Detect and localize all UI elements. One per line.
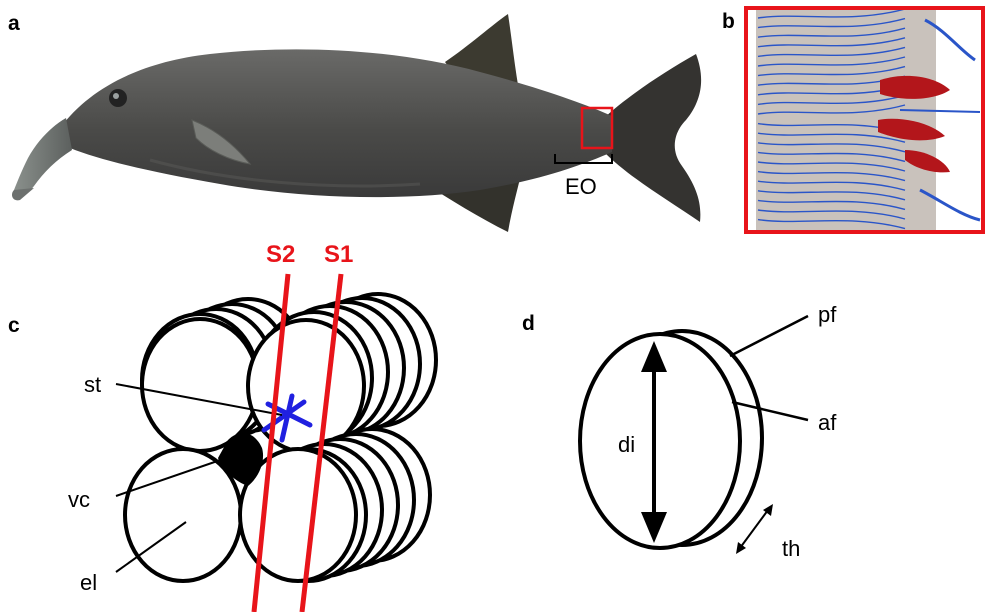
panel-b: b [722,8,983,232]
panel-d: d di pf af th [522,302,837,561]
eo-label: EO [565,174,597,199]
electrocyte-top-left [142,319,258,451]
fish-body [60,49,612,197]
pf-leader [730,316,808,356]
panel-c: c [8,241,436,612]
section-label-s1: S1 [324,241,353,268]
di-label: di [618,432,635,457]
panel-letter-b: b [722,10,735,33]
panel-letter-d: d [522,312,535,335]
el-label: el [80,570,97,595]
af-label: af [818,410,837,435]
pf-label: pf [818,302,837,327]
section-label-s2: S2 [266,241,295,268]
panel-letter-c: c [8,314,20,337]
vc-label: vc [68,487,90,512]
fish-photo [12,14,701,232]
th-label: th [782,536,800,561]
electrocyte-bottom-left [125,449,241,581]
panel-a: a EO [8,12,701,232]
panel-letter-a: a [8,12,20,35]
thickness-arrow [740,510,768,548]
histology-image [748,9,981,230]
st-label: st [84,372,101,397]
caudal-fin [604,54,701,222]
electrocyte-top-right [248,320,364,452]
snout [14,118,72,193]
